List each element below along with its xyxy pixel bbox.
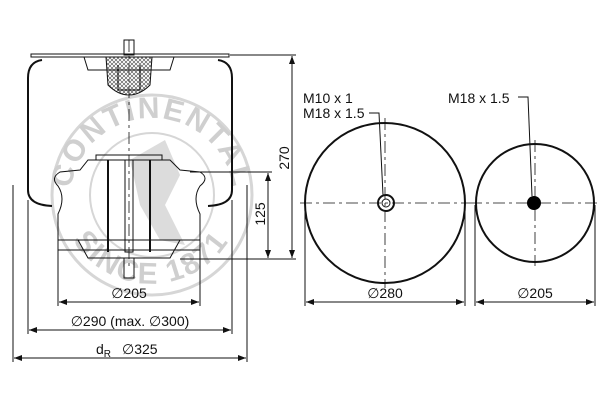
dr-diameter-label: ∅325 [122, 341, 158, 357]
top-plate-view [300, 112, 470, 288]
thread-label-m18-bottom: M18 x 1.5 [448, 90, 510, 106]
height-total-label: 270 [276, 146, 292, 170]
extension-lines [12, 54, 596, 362]
top-plate-diameter-label: ∅280 [367, 285, 403, 301]
thread-label-m18-top: M18 x 1.5 [303, 105, 365, 121]
stud-icon [377, 194, 395, 212]
piston-diameter-label: ∅205 [111, 285, 147, 301]
height-piston-label: 125 [252, 202, 268, 226]
air-spring-side-view [27, 39, 233, 279]
continental-watermark: CONTINENTAL SINCE 1871 [45, 92, 257, 297]
dimension-lines [14, 56, 594, 361]
dr-label: dR [96, 341, 111, 360]
bellow-diameter-label: ∅290 (max. ∅300) [71, 313, 190, 329]
bolt-hole-icon [527, 196, 541, 210]
bottom-diameter-label: ∅205 [517, 285, 553, 301]
thread-label-m10: M10 x 1 [303, 90, 353, 106]
bottom-view [470, 96, 600, 266]
